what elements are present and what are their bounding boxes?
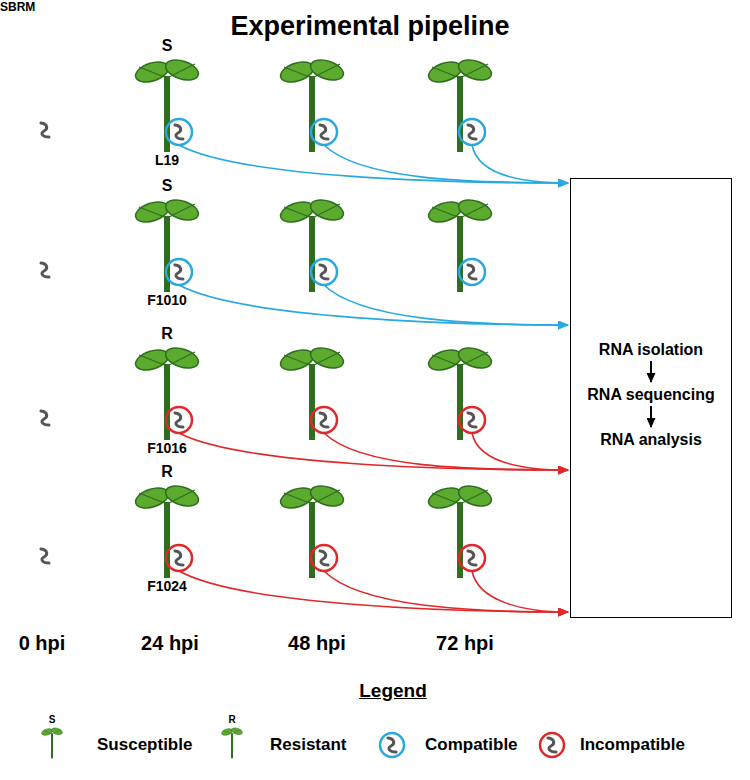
plant-icon [278,196,346,292]
legend-phenotype-label: R [228,714,235,726]
sample-arrow [472,145,568,183]
nematode-icon [41,123,49,137]
plant-icon [133,196,201,292]
sample-arrow [179,433,568,470]
plant-icon [278,56,346,152]
sample-arrow [472,571,568,612]
sample-arrow [324,571,568,612]
incompatible-circle [311,407,337,433]
compatible-circle [166,119,192,145]
legend-compatible-circle [380,733,404,757]
nematode-icon [320,551,328,565]
legend-heading: Legend [359,680,427,702]
legend-plant-icon [41,727,63,759]
nematode-icon [468,551,476,565]
plant-icon [133,482,201,578]
nematode-icon [468,413,476,427]
process-box: RNA isolationRNA sequencingRNA analysis [570,178,732,618]
nematode-icon [41,263,49,277]
nematode-icon [320,125,328,139]
plant-icon [133,344,201,440]
nematode-icon [175,125,183,139]
incompatible-circle [459,545,485,571]
phenotype-label: R [161,325,173,343]
sample-arrow [472,433,568,470]
time-label: 48 hpi [288,632,346,655]
time-label: 24 hpi [141,632,199,655]
nematode-icon [320,413,328,427]
compatible-circle [311,119,337,145]
genotype-label: F1024 [147,578,187,594]
legend-plant-icon [221,727,243,759]
nematode-icon [468,265,476,279]
compatible-circle [459,259,485,285]
sample-arrow [324,285,568,325]
step-arrow [650,361,652,382]
legend-text: Resistant [270,735,347,755]
legend-phenotype-label: S [49,714,56,726]
plant-icon [426,344,494,440]
nematode-icon [41,549,49,563]
incompatible-circle [459,407,485,433]
legend-text: Susceptible [97,735,192,755]
genotype-label: F1010 [147,292,187,308]
nematode-icon [175,413,183,427]
incompatible-circle [311,545,337,571]
sample-arrow [179,145,568,183]
nematode-icon [175,551,183,565]
compatible-circle [166,259,192,285]
legend-incompatible-circle [540,733,564,757]
incompatible-circle [166,407,192,433]
nematode-icon [468,125,476,139]
phenotype-label: S [162,177,173,195]
compatible-circle [459,119,485,145]
compatible-circle [311,259,337,285]
nematode-icon [388,738,396,752]
sample-arrow [179,285,568,325]
genotype-label: L19 [155,152,179,168]
legend-text: Incompatible [580,735,685,755]
plant-icon [426,196,494,292]
plant-icon [278,482,346,578]
step-arrow [650,406,652,427]
step-text: RNA analysis [571,431,731,449]
nematode-icon [548,738,556,752]
plant-icon [133,56,201,152]
nematode-icon [320,265,328,279]
incompatible-circle [166,545,192,571]
nematode-icon [41,411,49,425]
nematode-icon [175,265,183,279]
plant-icon [426,482,494,578]
diagram-title: Experimental pipeline [230,11,509,42]
sample-arrow [179,571,568,612]
time-label: 0 hpi [19,632,66,655]
sample-arrow [324,433,568,470]
legend-text: Compatible [425,735,518,755]
figure-tag: SBRM [0,1,35,15]
step-text: RNA isolation [571,341,731,359]
sample-arrow [324,145,568,183]
phenotype-label: S [162,37,173,55]
genotype-label: F1016 [147,440,187,456]
plant-icon [278,344,346,440]
step-text: RNA sequencing [571,386,731,404]
time-label: 72 hpi [436,632,494,655]
plant-icon [426,56,494,152]
phenotype-label: R [161,463,173,481]
